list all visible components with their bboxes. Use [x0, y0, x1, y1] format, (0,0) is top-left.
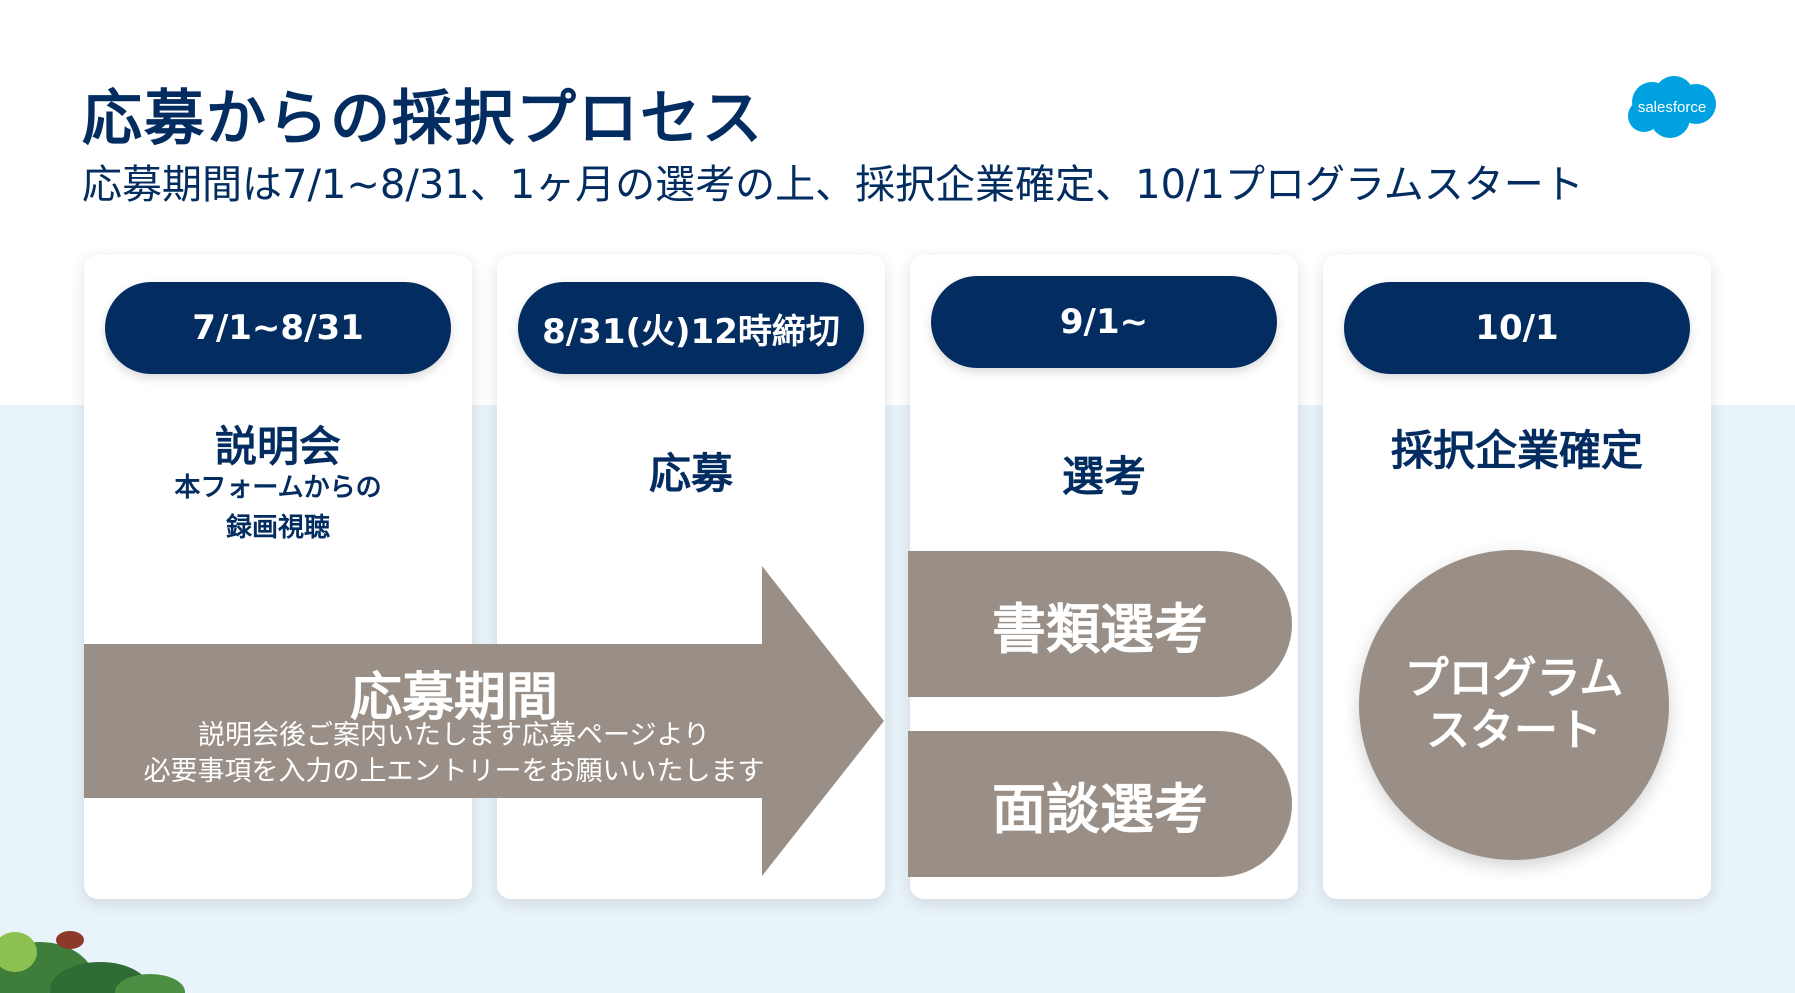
salesforce-logo: salesforce [1628, 76, 1716, 138]
document-screening-tab: 書類選考 [908, 551, 1292, 697]
stage-date-briefing: 7/1~8/31 [105, 282, 451, 374]
page-subtitle: 応募期間は7/1~8/31、1ヶ月の選考の上、採択企業確定、10/1プログラムス… [82, 162, 1584, 208]
stage-title-briefing: 説明会 [214, 422, 341, 471]
foliage-decoration [0, 931, 185, 993]
interview-screening-tab: 面談選考 [908, 731, 1292, 877]
stage-date-application: 8/31(火)12時締切 [518, 282, 864, 374]
arrow-text-line2: 必要事項を入力の上エントリーをお願いいたします [143, 756, 765, 787]
stage-date-selection: 9/1~ [931, 276, 1277, 368]
stage-note-line1: 本フォームからの [174, 473, 382, 503]
application-period-arrow [84, 566, 884, 876]
bird-icon [56, 931, 84, 949]
page-title: 応募からの採択プロセス [82, 84, 764, 154]
program-start-circle: プログラム スタート [1359, 550, 1669, 860]
circle-text-line1: プログラム [1404, 653, 1624, 704]
stage-title-selection: 選考 [1061, 452, 1146, 501]
circle-text-line2: スタート [1426, 705, 1602, 756]
arrow-title: 応募期間 [349, 668, 558, 728]
stage-date-adoption: 10/1 [1344, 282, 1690, 374]
logo-text: salesforce [1638, 99, 1706, 116]
stage-title-application: 応募 [648, 449, 733, 498]
stage-title-adoption: 採択企業確定 [1390, 426, 1643, 475]
stage-note-line2: 録画視聴 [225, 513, 330, 543]
arrow-text-line1: 説明会後ご案内いたします応募ページより [198, 720, 710, 751]
